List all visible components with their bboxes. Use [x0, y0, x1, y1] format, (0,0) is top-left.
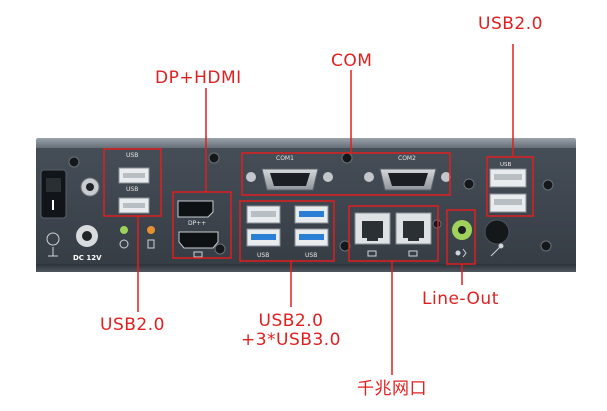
- ground-icon: [46, 232, 60, 257]
- com2-port[interactable]: [364, 168, 451, 191]
- callout-usb-top-right: USB2.0: [478, 14, 543, 34]
- callout-usb-left: USB2.0: [100, 315, 165, 335]
- dp-label: DP++: [188, 220, 206, 227]
- usb-label-c: USB: [257, 252, 269, 259]
- usb-label-a: USB: [126, 152, 138, 159]
- usb-label-right: USB: [500, 162, 512, 168]
- callout-com: COM: [331, 51, 373, 71]
- com1-port[interactable]: [246, 168, 333, 191]
- callout-dp-hdmi: DP+HDMI: [155, 68, 242, 88]
- leader-lines: [137, 44, 514, 375]
- usb-label-b: USB: [126, 186, 138, 193]
- line-out-jack[interactable]: [452, 220, 472, 240]
- callout-usb-mixed-line2: +3*USB3.0: [241, 329, 341, 350]
- microphone-icon: [490, 243, 504, 257]
- led-icon: [119, 226, 129, 249]
- usb-mixed-ports[interactable]: [246, 205, 329, 247]
- dc-jack[interactable]: [76, 225, 98, 247]
- callout-usb-mixed-line1: USB2.0: [258, 311, 324, 331]
- callout-line-out: Line-Out: [422, 289, 499, 309]
- display-icon: [193, 251, 203, 258]
- ps2-jack[interactable]: [80, 177, 100, 197]
- power-switch-icon[interactable]: [40, 169, 67, 219]
- hdd-icon: [147, 226, 155, 249]
- hdmi-port[interactable]: [178, 231, 219, 249]
- usb-left-ports[interactable]: [118, 167, 150, 214]
- com1-label: COM1: [276, 155, 294, 162]
- usb-label-d: USB: [305, 252, 317, 259]
- network-icon: [367, 250, 418, 257]
- com2-label: COM2: [398, 155, 416, 162]
- audio-icon: [455, 248, 467, 258]
- dp-port[interactable]: [177, 200, 214, 218]
- callout-lan: 千兆网口: [357, 379, 427, 399]
- lan-ports[interactable]: [354, 212, 432, 245]
- dc-label: DC 12V: [73, 254, 102, 262]
- callout-usb-mixed: USB2.0 +3*USB3.0: [236, 312, 346, 349]
- highlight-boxes: [103, 148, 534, 265]
- screw-icon: [68, 152, 554, 255]
- round-button[interactable]: [484, 219, 510, 245]
- usb-right-ports[interactable]: [489, 168, 527, 213]
